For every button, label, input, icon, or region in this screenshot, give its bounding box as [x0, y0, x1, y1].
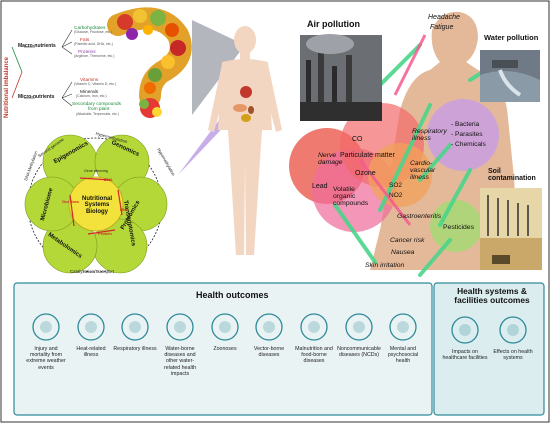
- health-system-icon: [498, 315, 528, 345]
- micro-item-name: Minerals: [80, 90, 99, 95]
- health-outcome-label: Respiratory illness: [113, 346, 157, 352]
- pollutant-co: CO: [352, 136, 363, 143]
- health-system-item: Effects on health systems: [490, 315, 536, 361]
- symptom-skin-irritation: Skin irritation: [365, 262, 405, 269]
- label-dna: DNA: [104, 177, 113, 182]
- person-injury-icon: [31, 312, 61, 342]
- heart-pulse-icon: [344, 312, 374, 342]
- health-outcome-item: Respiratory illness: [113, 312, 157, 352]
- symptom-arrows-pink: [358, 34, 427, 226]
- health-system-label: Effects on health systems: [493, 349, 533, 362]
- water-pollution-title: Water pollution: [484, 33, 539, 42]
- pollutant-voc: Volatile organic compounds: [333, 186, 369, 208]
- soil-contamination-image: [480, 188, 542, 270]
- symptom-cardiovascular: Cardio-vascular illness: [410, 160, 436, 182]
- pollutant-parasites: - Parasites: [451, 131, 483, 138]
- pollutant-bacteria: - Bacteria: [451, 121, 480, 128]
- health-outcome-item: Malnutrition and food-borne diseases: [292, 312, 336, 365]
- health-system-label: Impacts on healthcare facilities: [442, 349, 488, 362]
- health-outcome-item: Water-borne diseases and other water-rel…: [158, 312, 202, 377]
- health-outcome-item: Vector-borne diseases: [247, 312, 291, 358]
- micro-item-name: Secondary compounds: [72, 102, 122, 107]
- health-outcome-item: Mental and psychosocial health: [381, 312, 425, 365]
- health-outcomes-title: Health outcomes: [196, 290, 269, 300]
- symptom-respiratory: Respiratory illness: [412, 128, 447, 143]
- health-outcome-item: Noncommunicable diseases (NCDs): [337, 312, 381, 358]
- head-brain-icon: [388, 312, 418, 342]
- symptom-nerve-damage: Nerve damage: [318, 152, 343, 167]
- macro-item-name: Carbohydrates: [74, 26, 106, 31]
- micro-item-sub: (Vitamin C, Vitamin D, etc.): [74, 82, 117, 86]
- systems-biology-flower: [24, 134, 168, 274]
- health-outcome-label: Injury and mortality from extreme weathe…: [26, 346, 66, 371]
- health-outcome-label: Heat-related illness: [76, 346, 106, 359]
- macro-item-name: Proteins: [78, 50, 96, 55]
- macro-label: Macro-nutrients: [18, 43, 56, 49]
- micro-item-sub: from plant: [88, 107, 110, 112]
- water-pollution-image: [480, 50, 540, 102]
- symptom-headache: Headache: [428, 14, 460, 21]
- label-gut-flora: Gut flora: [62, 199, 79, 204]
- pollutant-particulate-matter: Particulate matter: [340, 152, 395, 159]
- health-systems-panel: [433, 282, 545, 416]
- label-gene-silencing: Gene silencing: [84, 169, 108, 173]
- mosquito-icon: [254, 312, 284, 342]
- fruit-question-mark-image: [107, 7, 192, 118]
- health-outcome-label: Mental and psychosocial health: [387, 346, 419, 365]
- health-system-item: Impacts on healthcare facilities: [442, 315, 488, 361]
- health-outcome-item: Zoonoses: [203, 312, 247, 352]
- symptom-nausea: Nausea: [391, 249, 415, 256]
- pollutant-so2: SO2: [389, 182, 403, 189]
- health-outcome-label: Zoonoses: [213, 346, 237, 352]
- macro-item-name: Fats: [80, 38, 90, 43]
- macro-item-sub: (Glucose, Fructose, etc.): [74, 30, 113, 34]
- pollutant-no2: NO2: [389, 192, 403, 199]
- health-outcome-label: Water-borne diseases and other water-rel…: [163, 346, 197, 377]
- human-body-small: [208, 26, 282, 255]
- health-outcome-item: Injury and mortality from extreme weathe…: [24, 312, 68, 371]
- health-outcome-item: Heat-related illness: [69, 312, 113, 358]
- pollutant-pesticides: Pesticides: [443, 224, 474, 231]
- lungs-icon: [120, 312, 150, 342]
- health-outcomes-panel: [13, 282, 433, 416]
- micro-item-sub: (Alkaloids, Terpenoids, etc.): [76, 112, 119, 116]
- macro-item-sub: (Arginine, Threonine, etc.): [74, 54, 115, 58]
- macro-item-sub: (Palmitic acid, DHA, etc.): [74, 42, 113, 46]
- label-rna: RNA: [120, 207, 129, 212]
- micro-item-sub: (Calcium, Iron, etc.): [76, 94, 107, 98]
- health-outcome-label: Vector-borne diseases: [253, 346, 285, 359]
- health-outcome-label: Malnutrition and food-borne diseases: [295, 346, 333, 365]
- food-icon: [299, 312, 329, 342]
- pollutant-chemicals: - Chemicals: [451, 141, 486, 148]
- nutrition-connectors: [11, 30, 73, 107]
- health-systems-title: Health systems & facilities outcomes: [454, 286, 530, 305]
- water-drop-icon: [165, 312, 195, 342]
- air-pollution-image: [300, 34, 382, 121]
- thermometer-icon: [76, 312, 106, 342]
- symptom-fatigue: Fatigue: [430, 24, 454, 31]
- health-outcome-label: Noncommunicable diseases (NCDs): [337, 346, 381, 359]
- pollutant-lead: Lead: [312, 183, 328, 190]
- pesticides-bubble: [430, 200, 482, 252]
- micro-label: Micro-nutrients: [18, 94, 55, 100]
- projection-wedge-nutrition: [192, 20, 245, 115]
- symptom-cancer-risk: Cancer risk: [390, 237, 425, 244]
- hospital-icon: [450, 315, 480, 345]
- label-catalyzation-transport: Catalyzation/Transport: [70, 269, 115, 274]
- systems-biology-center: Nutritional Systems Biology: [82, 196, 112, 215]
- pollutant-ozone: Ozone: [355, 170, 376, 177]
- soil-contamination-title: Soil contamination: [488, 168, 536, 183]
- animals-icon: [210, 312, 240, 342]
- micro-item-name: Vitamins: [80, 78, 99, 83]
- symptom-gastroenteritis: Gastroenteritis: [397, 213, 442, 220]
- air-pollution-title: Air pollution: [307, 19, 360, 29]
- label-protein: Protein: [98, 231, 112, 236]
